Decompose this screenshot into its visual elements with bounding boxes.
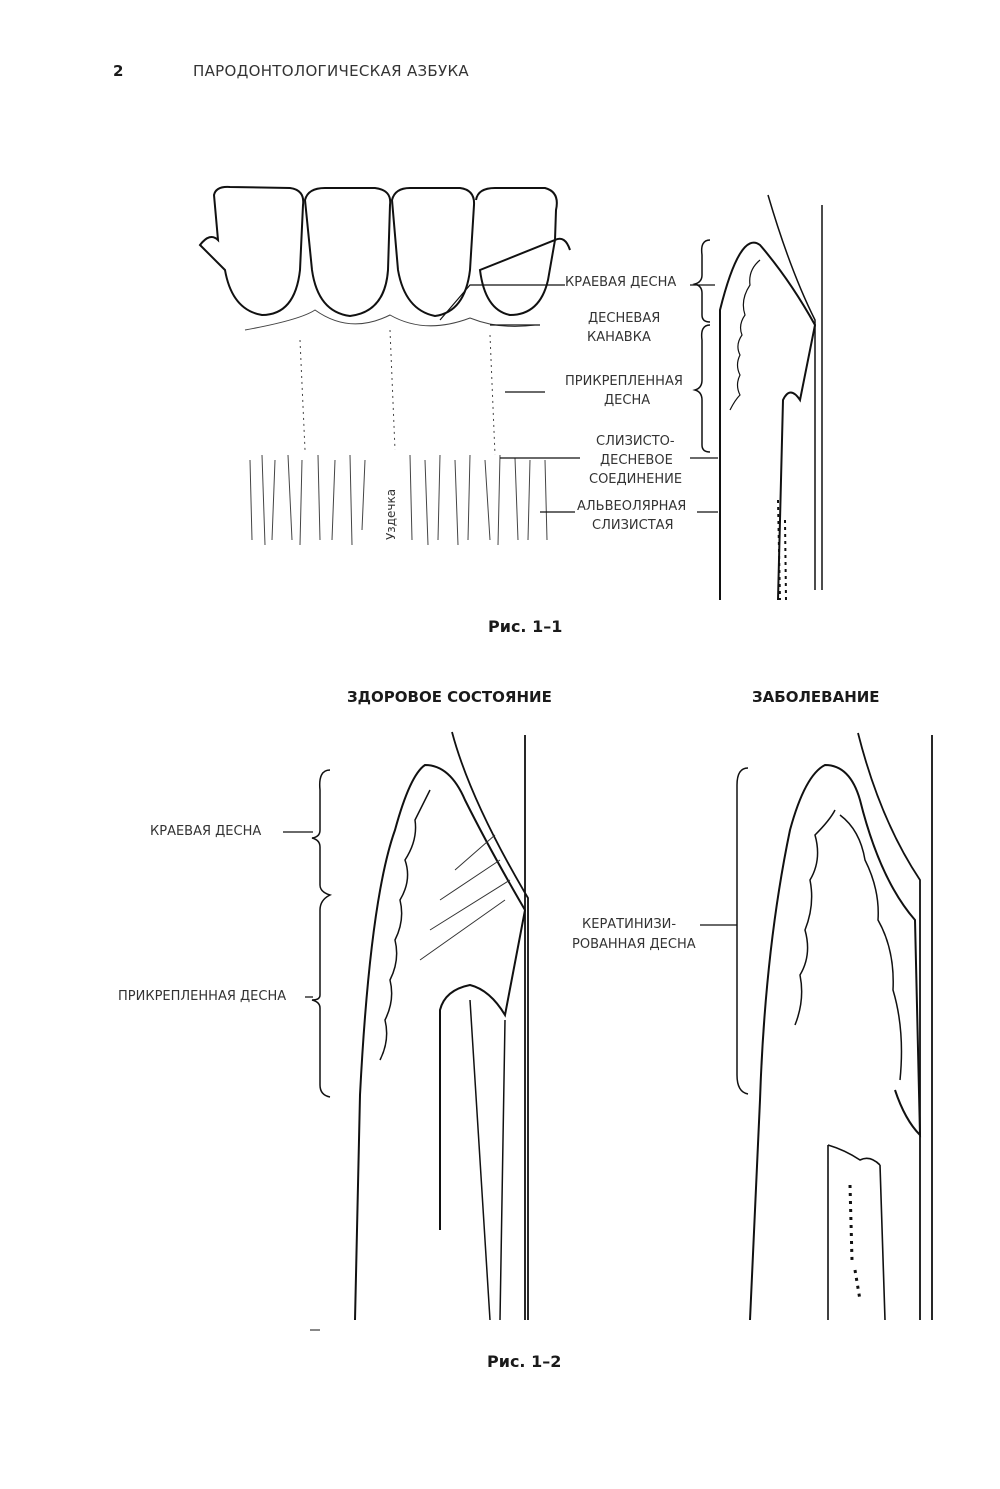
label-mg-junction-3: СОЕДИНЕНИЕ: [589, 472, 683, 487]
gingiva-stipple: [244, 309, 548, 546]
label-marginal-gingiva: КРАЕВАЯ ДЕСНА: [565, 275, 677, 290]
gingiva-cross-section-1: [719, 194, 823, 601]
teeth-drawing: [198, 185, 571, 318]
label-alveolar-mucosa-1: АЛЬВЕОЛЯРНАЯ: [577, 499, 687, 514]
page-number: 2: [113, 62, 124, 80]
label-marginal-gingiva-2: КРАЕВАЯ ДЕСНА: [150, 824, 262, 839]
figure-1-caption: Рис. 1–1: [488, 617, 563, 636]
label-mg-junction-2: ДЕСНЕВОЕ: [600, 453, 673, 468]
label-keratinized-1: КЕРАТИНИЗИ-: [582, 917, 677, 932]
running-title: ПАРОДОНТОЛОГИЧЕСКАЯ АЗБУКА: [193, 62, 469, 80]
brace-marks: [692, 239, 711, 453]
healthy-gingiva-section: [311, 731, 529, 1321]
healthy-heading: ЗДОРОВОЕ СОСТОЯНИЕ: [347, 688, 552, 706]
disease-heading: ЗАБОЛЕВАНИЕ: [752, 688, 880, 706]
label-attached-gingiva-2: ДЕСНА: [604, 393, 651, 408]
figure-2-caption: Рис. 1–2: [487, 1352, 562, 1371]
label-alveolar-mucosa-2: СЛИЗИСТАЯ: [592, 518, 674, 533]
label-gingival-groove-2: КАНАВКА: [587, 330, 651, 345]
label-gingival-groove-1: ДЕСНЕВАЯ: [588, 311, 661, 326]
diseased-gingiva-section: [736, 732, 933, 1321]
label-mg-junction-1: СЛИЗИСТО-: [596, 434, 675, 449]
label-frenum: Уздечка: [384, 488, 398, 540]
label-attached-gingiva-2: ПРИКРЕПЛЕННАЯ ДЕСНА: [118, 989, 287, 1004]
label-keratinized-2: РОВАННАЯ ДЕСНА: [572, 937, 696, 952]
label-attached-gingiva-1: ПРИКРЕПЛЕННАЯ: [565, 374, 683, 389]
figure-2-leaders: [283, 831, 737, 998]
leader-lines: [439, 284, 718, 513]
